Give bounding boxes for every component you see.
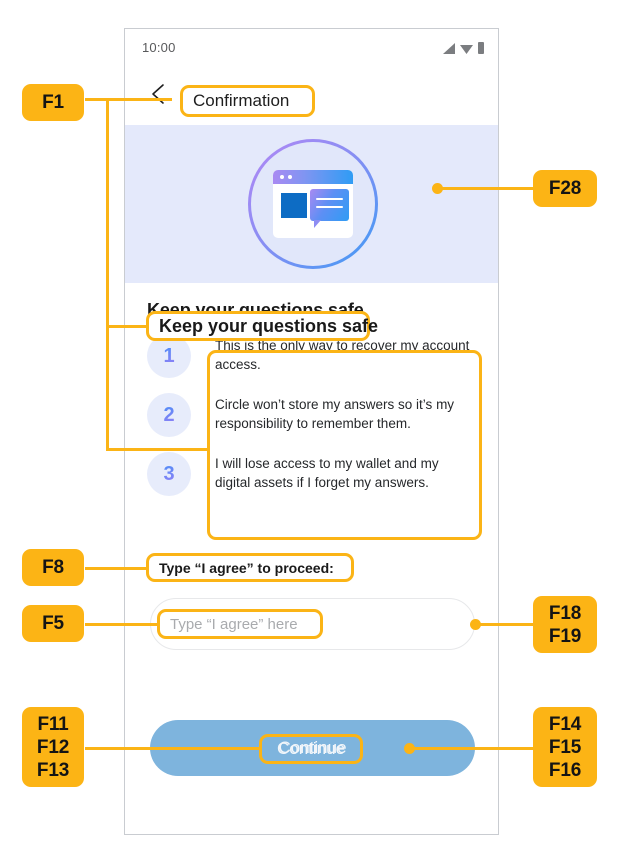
chat-bubble-icon xyxy=(309,189,349,228)
list-item-text: Circle won’t store my answers so it’s my… xyxy=(215,397,455,431)
badge-f5: F5 xyxy=(22,605,84,642)
agree-input-placeholder: Type “I agree” here xyxy=(172,615,300,632)
phone-frame: 10:00 Confirmation xyxy=(124,28,499,835)
continue-button-label: Continue xyxy=(278,738,347,757)
content-block-icon xyxy=(280,193,307,218)
badge-line: F15 xyxy=(548,736,582,758)
list-number: 2 xyxy=(163,403,175,426)
badge-line: F18 xyxy=(548,602,582,624)
badge-line: F11 xyxy=(37,713,69,735)
badge-f14: F14 F15 F16 xyxy=(533,707,597,787)
badge-line: F5 xyxy=(42,613,64,634)
back-arrow-icon[interactable] xyxy=(147,81,169,107)
page-title: Confirmation xyxy=(181,86,278,105)
badge-f8: F8 xyxy=(22,549,84,586)
badge-f11: F11 F12 F13 xyxy=(22,707,84,787)
badge-line: F8 xyxy=(42,557,64,578)
list-item: 1 This is the only way to recover my acc… xyxy=(147,334,482,393)
hero-banner xyxy=(125,125,498,283)
connector-f1-stub xyxy=(85,98,109,101)
list-number: 1 xyxy=(163,344,175,367)
battery-icon xyxy=(478,42,484,54)
continue-button[interactable]: Continue xyxy=(150,720,475,776)
badge-f28: F28 xyxy=(533,170,597,207)
status-bar-clock: 10:00 xyxy=(142,40,176,55)
list-item: 2 Circle won’t store my answers so it’s … xyxy=(147,393,482,452)
status-bar: 10:00 xyxy=(125,29,498,69)
wifi-icon xyxy=(460,44,473,54)
bubble-line xyxy=(315,198,343,200)
list-number-badge: 3 xyxy=(147,452,191,496)
badge-line: F19 xyxy=(548,625,582,647)
list-item: 3 I will lose access to my wallet and my… xyxy=(147,452,482,511)
status-bar-icons xyxy=(443,42,484,54)
list-item-text: This is the only way to recover my accou… xyxy=(215,338,470,372)
browser-titlebar xyxy=(272,170,353,184)
section-heading: Keep your questions safe xyxy=(147,300,364,320)
badge-f18: F18 F19 xyxy=(533,596,597,653)
browser-dot-icon xyxy=(287,175,292,179)
badge-line: F14 xyxy=(548,713,582,735)
agree-input[interactable]: Type “I agree” here xyxy=(150,598,475,650)
badge-f1: F1 xyxy=(22,84,84,121)
badge-line: F13 xyxy=(36,759,70,781)
connector-f1-trunk xyxy=(106,98,109,451)
badge-line: F16 xyxy=(548,759,582,781)
list-number-badge: 1 xyxy=(147,334,191,378)
nav-bar: Confirmation xyxy=(125,69,498,121)
signal-icon xyxy=(443,43,455,54)
badge-line: F28 xyxy=(548,178,582,199)
browser-dot-icon xyxy=(279,175,284,179)
safety-list: 1 This is the only way to recover my acc… xyxy=(147,334,482,511)
agree-label: Type “I agree” to proceed: xyxy=(150,558,325,574)
badge-line: F1 xyxy=(42,92,64,113)
bubble-line xyxy=(315,206,343,208)
badge-line: F12 xyxy=(36,736,70,758)
list-item-text: I will lose access to my wallet and my d… xyxy=(215,456,439,490)
list-number-badge: 2 xyxy=(147,393,191,437)
browser-chat-illustration xyxy=(272,170,353,238)
list-number: 3 xyxy=(163,462,175,485)
browser-window-icon xyxy=(272,170,353,238)
